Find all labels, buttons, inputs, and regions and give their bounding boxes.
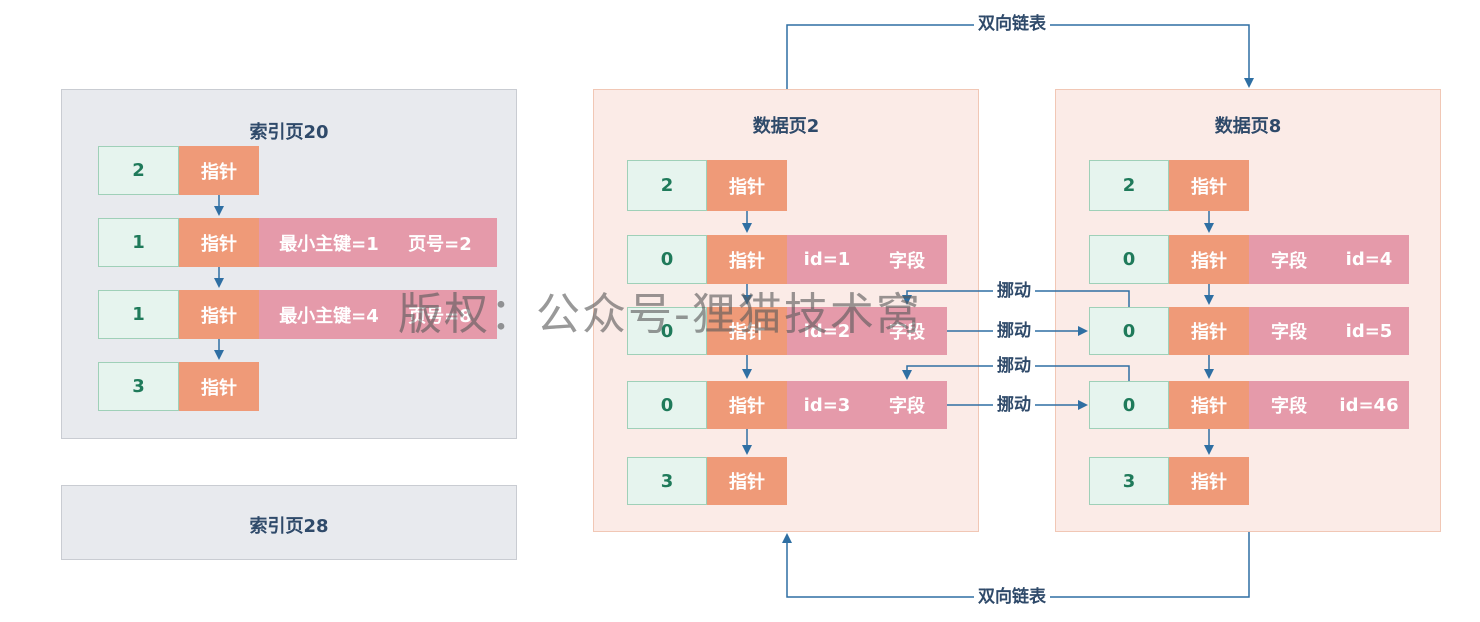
index-row-3-page-no: 页号=8 (408, 305, 472, 327)
dp8-row-3-number: 0 (1089, 307, 1169, 355)
linked-list-top-arrow (786, 24, 1254, 89)
dp8-row-2-field: 字段 (1271, 250, 1307, 272)
dp2-row-1-number: 2 (627, 160, 707, 211)
dp8-row-5-number: 3 (1089, 457, 1169, 505)
dp2-row-2-record (787, 235, 947, 284)
index-row-4-pointer: 指针 (179, 362, 259, 411)
dp8-row-1-pointer: 指针 (1169, 160, 1249, 211)
dp2-row-4-pointer: 指针 (707, 381, 787, 429)
dp8-row-2-number: 0 (1089, 235, 1169, 284)
dp8-row-3-id: id=5 (1345, 320, 1393, 342)
dp2-row-3-field: 字段 (889, 322, 925, 343)
dp8-row-2-id: id=4 (1345, 249, 1393, 270)
dp2-row-2-field: 字段 (889, 250, 925, 272)
linked-list-bottom-label: 双向链表 (974, 587, 1050, 607)
index-page-20-title: 索引页20 (249, 122, 329, 143)
dp2-row-3-id: id=2 (803, 320, 851, 342)
dp8-row-4-number: 0 (1089, 381, 1169, 429)
index-row-3-pointer: 指针 (179, 290, 259, 339)
data-page-2-title: 数据页2 (752, 116, 820, 137)
move-label-2: 挪动 (993, 321, 1035, 341)
index-row-3-min-key: 最小主键=4 (279, 305, 379, 327)
dp2-row-4-number: 0 (627, 381, 707, 429)
dp8-row-5-pointer: 指针 (1169, 457, 1249, 505)
dp8-row-3-record (1249, 307, 1409, 355)
index-row-3-record (259, 290, 497, 339)
index-page-28: 索引页28 (61, 485, 517, 560)
dp8-row-2-pointer: 指针 (1169, 235, 1249, 284)
dp8-row-4-pointer: 指针 (1169, 381, 1249, 429)
index-row-2-page-no: 页号=2 (408, 233, 472, 255)
move-label-1: 挪动 (993, 281, 1035, 301)
dp8-row-1-number: 2 (1089, 160, 1169, 211)
dp2-row-1-pointer: 指针 (707, 160, 787, 211)
dp8-row-4-record (1249, 381, 1409, 429)
dp2-row-2-pointer: 指针 (707, 235, 787, 284)
dp8-row-3-field: 字段 (1271, 322, 1307, 343)
dp2-row-4-id: id=3 (803, 394, 851, 416)
dp2-row-4-record (787, 381, 947, 429)
dp8-row-2-record (1249, 235, 1409, 284)
dp2-row-2-id: id=1 (803, 249, 851, 270)
dp2-row-4-field: 字段 (889, 396, 925, 417)
dp2-row-5-number: 3 (627, 457, 707, 505)
index-row-4-number: 3 (98, 362, 179, 411)
watermark: 版权：公众号-狸猫技术窝 (398, 289, 922, 340)
data-page-8-title: 数据页8 (1214, 116, 1282, 137)
dp8-row-3-pointer: 指针 (1169, 307, 1249, 355)
dp2-row-3-pointer: 指针 (707, 307, 787, 355)
index-row-3-number: 1 (98, 290, 179, 339)
dp2-row-2-number: 0 (627, 235, 707, 284)
index-row-1-number: 2 (98, 146, 179, 195)
dp2-row-3-record (787, 307, 947, 355)
dp2-row-5-pointer: 指针 (707, 457, 787, 505)
dp8-row-4-id: id=46 (1339, 394, 1399, 416)
dp8-row-4-field: 字段 (1271, 396, 1307, 417)
dp2-row-3-number: 0 (627, 307, 707, 355)
index-row-2-min-key: 最小主键=1 (279, 233, 379, 255)
index-row-2-number: 1 (98, 218, 179, 267)
index-row-1-pointer: 指针 (179, 146, 259, 195)
linked-list-top-label: 双向链表 (974, 14, 1050, 34)
index-row-2-pointer: 指针 (179, 218, 259, 267)
index-page-28-title: 索引页28 (249, 516, 329, 537)
move-label-3: 挪动 (993, 356, 1035, 376)
index-row-2-record (259, 218, 497, 267)
move-label-4: 挪动 (993, 395, 1035, 415)
